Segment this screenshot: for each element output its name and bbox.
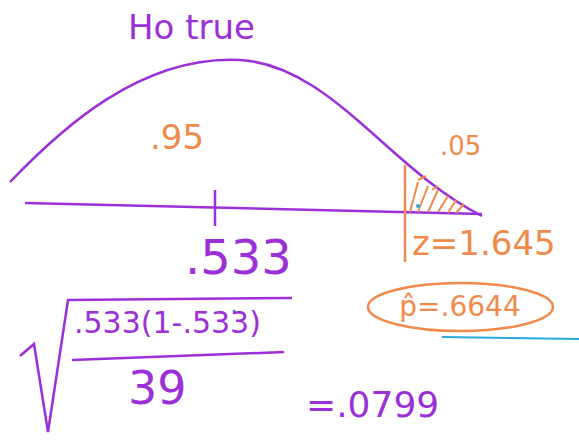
ellipse-outline [368, 283, 553, 331]
normal-curve [10, 60, 482, 216]
critical-line [404, 165, 407, 262]
radical-sign [20, 298, 292, 432]
tail-hatch [418, 176, 438, 190]
z-value: z=1.645 [412, 224, 556, 263]
estimate-value: p̂=.6644 [399, 291, 520, 323]
result-value: =.0799 [306, 384, 439, 425]
mean-value: .533 [185, 230, 292, 285]
circled-value: p̂=.6644 [366, 281, 555, 333]
axis-line [25, 203, 482, 214]
area-label: .05 [440, 132, 481, 162]
underline [442, 337, 579, 339]
dot [416, 204, 420, 208]
area-label: .95 [150, 118, 204, 157]
fraction-bar [72, 352, 284, 360]
denominator: 39 [128, 362, 187, 415]
numerator: .533(1-.533) [74, 306, 261, 341]
center-tick [214, 190, 217, 226]
hypothesis-note: Ho true [128, 8, 255, 47]
